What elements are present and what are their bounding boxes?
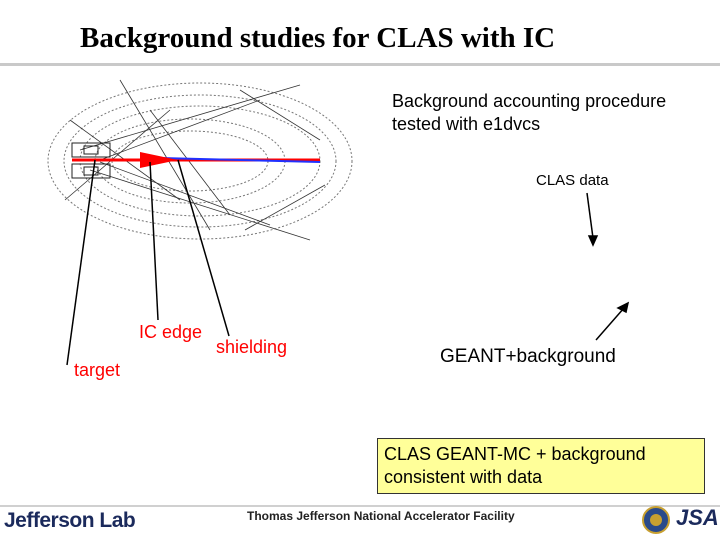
ic-edge-label: IC edge	[139, 322, 203, 342]
shielding-pointer	[177, 159, 230, 337]
geant-background-label: GEANT+background	[440, 346, 616, 367]
footer-divider	[0, 505, 720, 507]
slide-subtitle: Background accounting procedure tested w…	[392, 91, 667, 134]
doe-seal-icon	[642, 506, 670, 534]
clas-data-arrow	[586, 192, 594, 239]
facility-name: Thomas Jefferson National Accelerator Fa…	[247, 509, 515, 523]
target-label: target	[74, 360, 121, 380]
slide-title: Background studies for CLAS with IC	[80, 22, 556, 54]
chart-arrows	[586, 192, 630, 341]
shielding-label: shielding	[216, 337, 288, 357]
target-pointer	[66, 159, 96, 366]
label-pointers	[66, 159, 230, 366]
jefferson-lab-logo: Jefferson Lab	[4, 509, 136, 532]
ic-edge-pointer	[149, 161, 159, 321]
title-divider	[0, 63, 720, 66]
conclusion-box: CLAS GEANT-MC + background consistent wi…	[377, 438, 705, 494]
jsa-logo: JSA	[676, 505, 719, 530]
geant-arrow	[595, 307, 625, 341]
beam-line-blue	[159, 157, 321, 163]
target-assembly	[71, 142, 111, 179]
clas-data-label: CLAS data	[536, 172, 609, 189]
